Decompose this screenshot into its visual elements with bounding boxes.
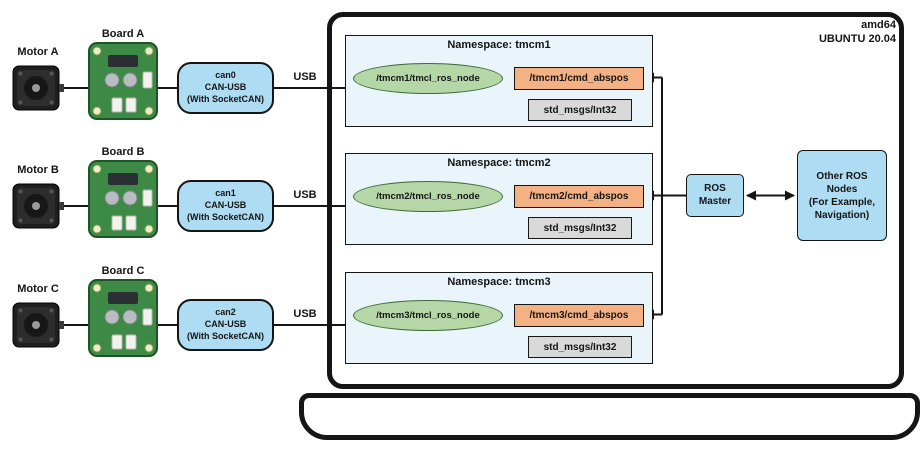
stepper-motor-icon [12,183,64,229]
namespace-box: Namespace: tmcm1 /tmcm1/tmcl_ros_node /t… [345,35,653,127]
pcb-board-icon [88,160,158,238]
topic-box: /tmcm3/cmd_abspos [514,304,644,327]
namespace-box: Namespace: tmcm2 /tmcm2/tmcl_ros_node /t… [345,153,653,245]
ros-node: /tmcm2/tmcl_ros_node [353,181,503,212]
ros-master-box: ROS Master [686,174,744,217]
msg-type-box: std_msgs/Int32 [528,336,632,358]
motor-label: Motor A [17,46,59,58]
usb-label: USB [293,308,317,320]
other-ros-nodes-box: Other ROS Nodes (For Example, Navigation… [797,150,887,241]
laptop-base [299,393,920,440]
board-label: Board A [101,28,145,40]
platform-label: amd64 UBUNTU 20.04 [818,19,896,45]
namespace-title: Namespace: tmcm3 [447,276,551,288]
stepper-motor-icon [12,65,64,111]
pcb-board-icon [88,279,158,357]
msg-type-box: std_msgs/Int32 [528,99,632,121]
stepper-motor-icon [12,302,64,348]
ros-node: /tmcm1/tmcl_ros_node [353,63,503,94]
motor-label: Motor B [17,164,59,176]
board-label: Board C [101,265,145,277]
usb-label: USB [293,71,317,83]
msg-type-box: std_msgs/Int32 [528,217,632,239]
namespace-box: Namespace: tmcm3 /tmcm3/tmcl_ros_node /t… [345,272,653,364]
motor-label: Motor C [17,283,59,295]
ros-node: /tmcm3/tmcl_ros_node [353,300,503,331]
namespace-title: Namespace: tmcm1 [447,39,551,51]
can-usb-adapter: can1 CAN-USB (With SocketCAN) [177,180,274,232]
chain-row-3: Motor C Board C can2 CAN-USB (With Socke… [0,237,924,364]
topic-box: /tmcm1/cmd_abspos [514,67,644,90]
namespace-title: Namespace: tmcm2 [447,157,551,169]
usb-label: USB [293,189,317,201]
pcb-board-icon [88,42,158,120]
can-usb-adapter: can2 CAN-USB (With SocketCAN) [177,299,274,351]
chain-row-2: Motor B Board B can1 CAN-USB (With Socke… [0,118,924,245]
board-label: Board B [101,146,145,158]
can-usb-adapter: can0 CAN-USB (With SocketCAN) [177,62,274,114]
topic-box: /tmcm2/cmd_abspos [514,185,644,208]
chain-row-1: Motor A Board A can0 CAN-USB (With Socke… [0,0,924,127]
